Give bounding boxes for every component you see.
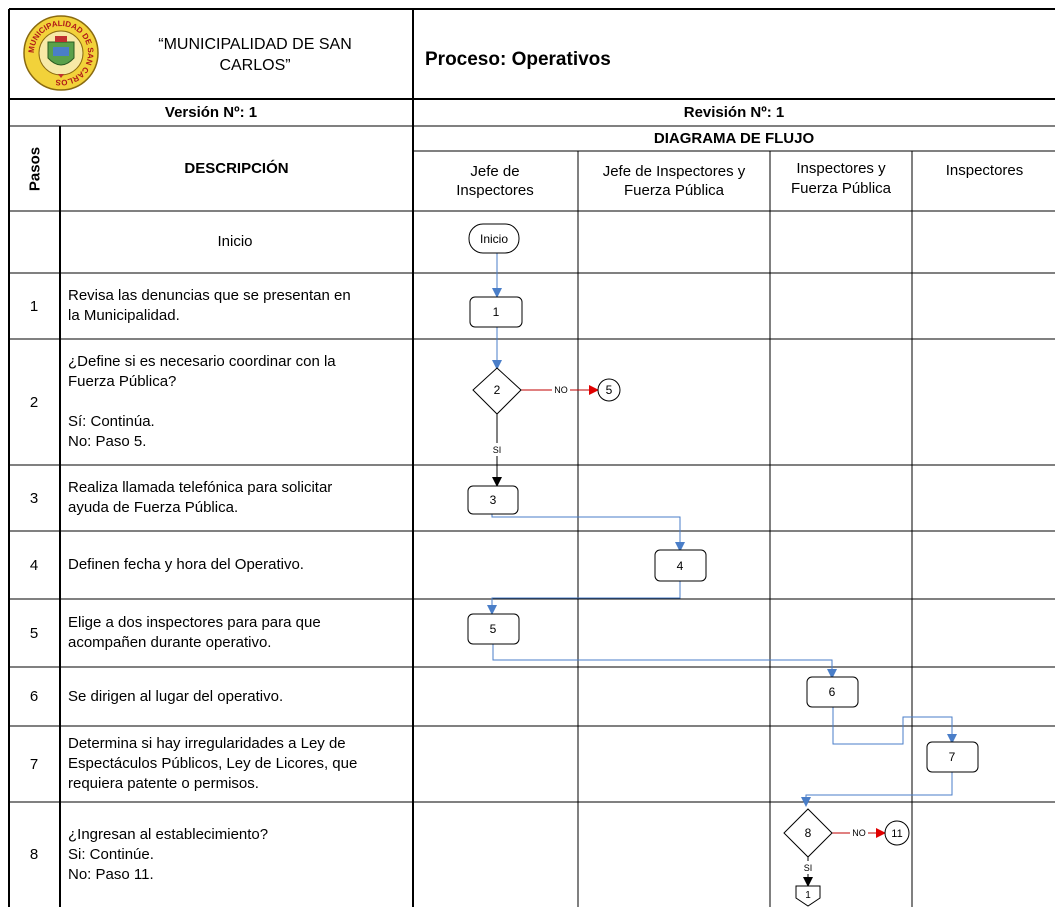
description-line: No: Paso 5. xyxy=(68,433,147,450)
flow-connector xyxy=(487,581,681,615)
description-line: la Municipalidad. xyxy=(68,307,180,324)
description-line: Sí: Continúa. xyxy=(68,413,155,430)
flow-connector xyxy=(832,707,957,745)
process-label-7: 7 xyxy=(949,750,956,764)
row-description: Se dirigen al lugar del operativo. xyxy=(60,667,410,726)
lane-header-jefe-inspectores: Jefe de Inspectores xyxy=(456,162,534,200)
description-line: ayuda de Fuerza Pública. xyxy=(68,499,239,516)
description-line: Determina si hay irregularidades a Ley d… xyxy=(68,735,346,752)
flow-connector xyxy=(491,512,685,552)
decision-label-8: 8 xyxy=(805,826,812,840)
process-box-7 xyxy=(926,741,979,773)
lane-header-inspectores-fuerza-publica: Inspectores y Fuerza Pública xyxy=(790,160,892,197)
description-line: ¿Define si es necesario coordinar con la xyxy=(68,353,336,370)
connector-label-5: 5 xyxy=(606,383,613,397)
process-label-6: 6 xyxy=(829,685,836,699)
description-line: No: Paso 11. xyxy=(68,865,154,883)
process-box-4 xyxy=(654,549,707,582)
process-box-3 xyxy=(467,485,519,515)
no-label-bg xyxy=(552,383,570,396)
yes-label-bg xyxy=(488,443,506,456)
decision-diamond-2 xyxy=(472,367,522,415)
step-number: 5 xyxy=(29,624,39,642)
decision-diamond-8 xyxy=(783,808,833,858)
row-description-inicio: Inicio xyxy=(60,211,410,273)
connector-circle-5 xyxy=(597,378,621,402)
description-line: Elige a dos inspectores para para que xyxy=(68,614,321,631)
row-description: Determina si hay irregularidades a Ley d… xyxy=(60,726,410,802)
version-label: Versión Nº: 1 xyxy=(164,104,258,122)
row-description: Realiza llamada telefónica para solicita… xyxy=(60,465,410,531)
start-label: Inicio xyxy=(480,232,508,246)
description-line: ¿Ingresan al establecimiento? xyxy=(68,825,269,843)
step-number: 6 xyxy=(29,688,39,705)
process-box-1 xyxy=(469,296,523,328)
row-description: ¿Define si es necesario coordinar con la… xyxy=(60,339,410,465)
description-line: Se dirigen al lugar del operativo. xyxy=(68,687,284,705)
step-number: 1 xyxy=(29,297,39,315)
process-label-5: 5 xyxy=(490,622,497,636)
yes-label-bg xyxy=(799,861,817,874)
process-box-5 xyxy=(467,613,520,645)
connector-label-11: 11 xyxy=(891,828,902,840)
description-line: Definen fecha y hora del Operativo. xyxy=(68,556,304,573)
row-description: Definen fecha y hora del Operativo. xyxy=(60,531,410,599)
no-label-bg xyxy=(850,826,868,839)
step-number: 8 xyxy=(29,846,39,863)
no-label: NO xyxy=(554,385,568,395)
description-header: DESCRIPCIÓN xyxy=(184,159,289,177)
no-label: NO xyxy=(852,828,866,838)
description-line: Inicio xyxy=(217,233,253,250)
lane-header-inspectores: Inspectores xyxy=(945,162,1024,180)
step-number: 4 xyxy=(29,556,39,574)
flow-connector xyxy=(801,772,953,807)
connector-circle-11 xyxy=(884,820,910,846)
row-description: Elige a dos inspectores para para que ac… xyxy=(60,599,410,667)
start-terminator xyxy=(468,223,520,254)
municipal-seal: MUNICIPALIDAD DE SAN CARLOS xyxy=(22,14,100,92)
process-label-3: 3 xyxy=(490,493,497,507)
description-line: Realiza llamada telefónica para solicita… xyxy=(68,479,333,496)
yes-label: SI xyxy=(493,445,502,455)
offpage-label-1: 1 xyxy=(805,890,811,901)
description-line: acompañen durante operativo. xyxy=(68,634,272,651)
yes-label: SI xyxy=(804,863,813,873)
step-number: 2 xyxy=(29,393,39,411)
step-number: 7 xyxy=(29,755,39,773)
process-label-1: 1 xyxy=(493,305,500,319)
offpage-connector-1 xyxy=(795,885,821,907)
description-line: Si: Continúe. xyxy=(68,845,154,863)
revision-label: Revisión Nº: 1 xyxy=(683,104,785,122)
row-description: ¿Ingresan al establecimiento? Si: Contin… xyxy=(60,802,410,907)
process-label-4: 4 xyxy=(677,559,684,573)
process-box-6 xyxy=(806,676,859,708)
decision-label-2: 2 xyxy=(494,383,501,397)
flow-diagram-header: DIAGRAMA DE FLUJO xyxy=(653,129,815,147)
flow-connector xyxy=(492,644,837,679)
process-title: Proceso: Operativos xyxy=(425,48,611,70)
description-line: Espectáculos Públicos, Ley de Licores, q… xyxy=(68,755,358,772)
row-description: Revisa las denuncias que se presentan en… xyxy=(60,273,410,339)
lane-header-jefe-fuerza-publica: Jefe de Inspectores y Fuerza Pública xyxy=(602,162,746,200)
organization-name: “MUNICIPALIDAD DE SAN CARLOS” xyxy=(158,36,352,74)
description-line: requiera patente o permisos. xyxy=(68,775,259,792)
description-line: Fuerza Pública? xyxy=(68,373,177,390)
step-number: 3 xyxy=(29,489,39,507)
description-line: Revisa las denuncias que se presentan en xyxy=(68,287,351,304)
